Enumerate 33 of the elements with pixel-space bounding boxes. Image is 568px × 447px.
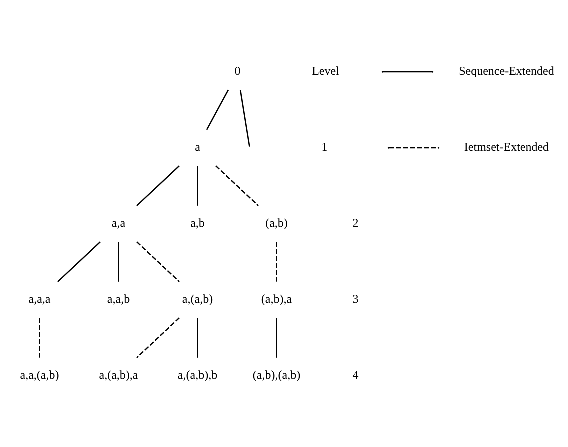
connector: [197, 166, 198, 206]
label: Level: [312, 64, 340, 78]
legend-label: Sequence-Extended: [459, 64, 554, 78]
node-text: 0: [234, 64, 241, 78]
connector: [118, 242, 120, 282]
node-text: a,(a,b),b: [178, 368, 218, 382]
node-text: a,a,b: [107, 292, 130, 306]
connector: [136, 165, 180, 206]
connector: [276, 242, 278, 282]
connector: [58, 241, 101, 282]
node-text: a,a: [112, 216, 126, 230]
node-text: (a,b): [266, 216, 288, 230]
node-text: a: [195, 140, 200, 154]
connector: [206, 89, 230, 130]
label: 4: [352, 368, 359, 382]
connector: [240, 90, 250, 146]
label: 1: [322, 140, 328, 154]
connector: [197, 318, 198, 358]
node-text: (a,b),(a,b): [252, 368, 301, 382]
connector: [276, 318, 278, 358]
node-text: a,a,(a,b): [20, 368, 60, 382]
connector: [136, 317, 180, 358]
node-text: (a,b),a: [261, 292, 292, 306]
label: 3: [352, 292, 359, 306]
connector: [216, 165, 259, 206]
label: 2: [352, 216, 359, 230]
legend-label: Ietmset-Extended: [464, 140, 550, 154]
node-text: a,(a,b): [182, 292, 214, 306]
node-text: a,a,a: [28, 292, 51, 306]
connector: [136, 241, 180, 282]
connector: [39, 318, 40, 358]
node-text: a,b: [190, 216, 205, 230]
node-text: a,(a,b),a: [99, 368, 138, 382]
